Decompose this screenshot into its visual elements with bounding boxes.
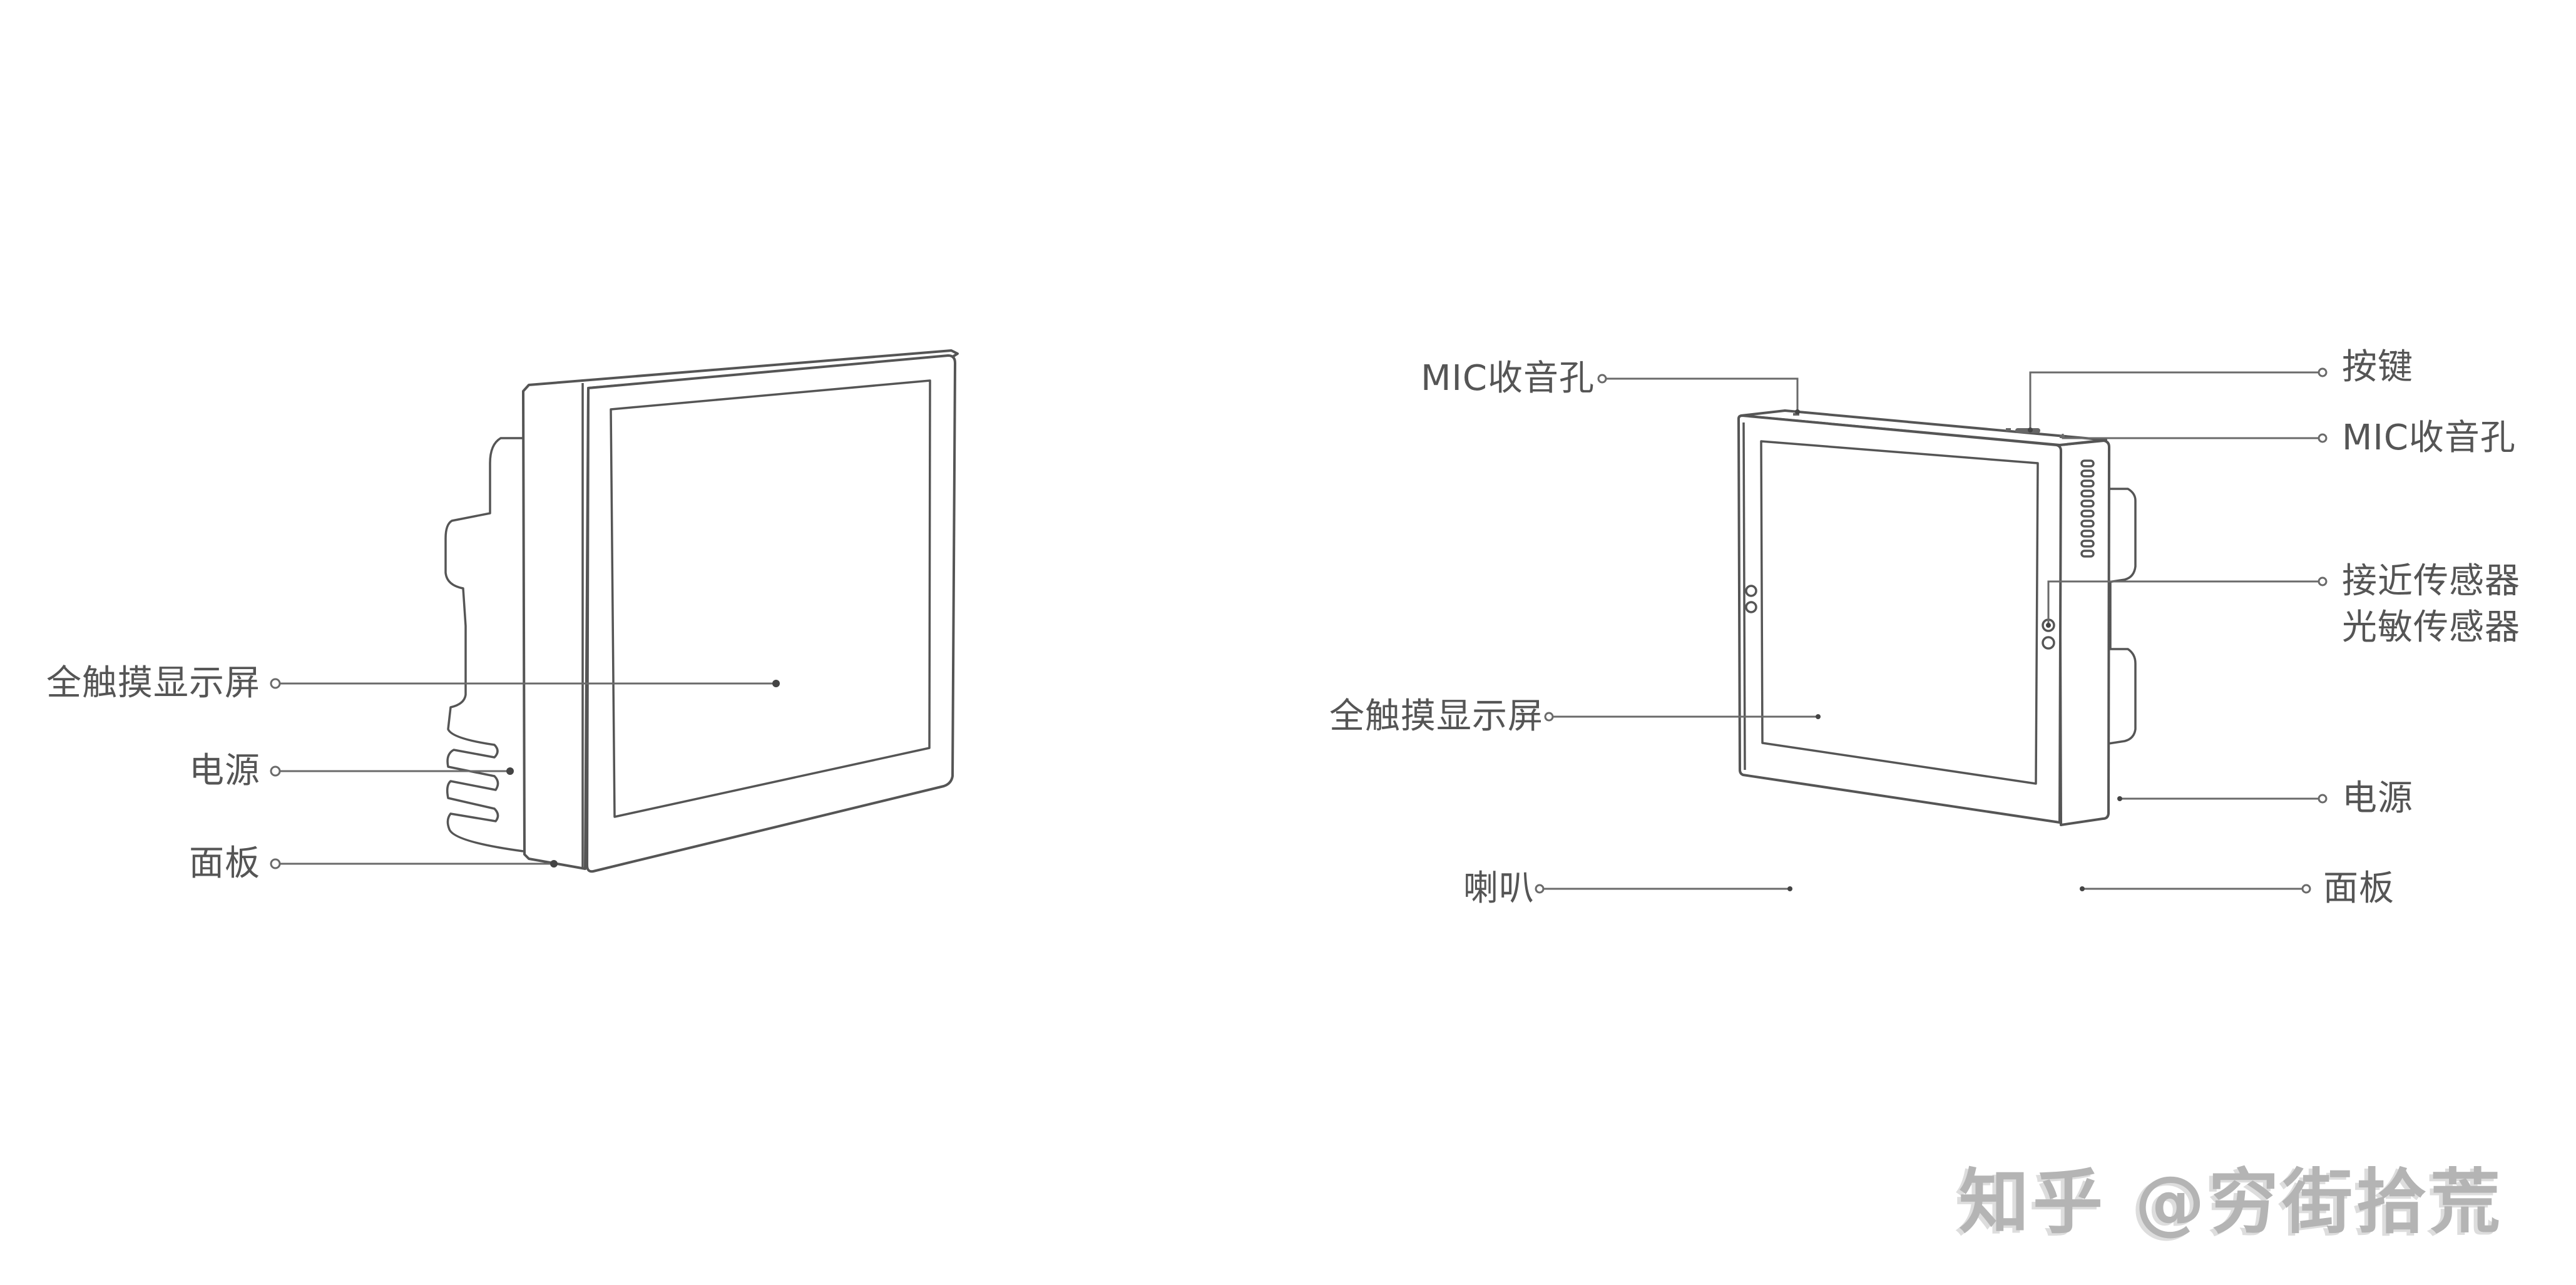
label-right-screen: 全触摸显示屏	[1329, 696, 1543, 737]
left-mount-bracket	[444, 437, 524, 852]
right-side-edge	[2058, 439, 2110, 826]
label-right-mic-right: MIC收音孔	[2342, 417, 2516, 458]
vent-slots	[2080, 459, 2095, 558]
left-device-illustration	[270, 349, 959, 873]
watermark: 知乎 @穷街拾荒	[1959, 1162, 2504, 1243]
label-left-panel: 面板	[189, 843, 260, 884]
right-mount-bracket-bottom	[2108, 648, 2137, 745]
label-right-mic-left: MIC收音孔	[1421, 358, 1595, 399]
right-mount-bracket-top	[2108, 488, 2137, 583]
label-right-proximity-sensor: 接近传感器	[2342, 561, 2520, 602]
label-right-key: 按键	[2342, 347, 2413, 387]
left-front-face	[586, 354, 956, 873]
right-screen	[1760, 440, 2039, 785]
label-right-speaker: 喇叭	[1463, 868, 1535, 909]
label-right-power: 电源	[2342, 778, 2413, 819]
label-right-light-sensor: 光敏传感器	[2342, 607, 2520, 648]
label-left-screen: 全触摸显示屏	[46, 663, 260, 704]
right-front-face	[1737, 414, 2062, 824]
left-screen	[610, 379, 931, 818]
label-left-power: 电源	[189, 750, 260, 791]
right-device-illustration	[1535, 367, 2328, 894]
label-right-panel: 面板	[2323, 868, 2395, 909]
